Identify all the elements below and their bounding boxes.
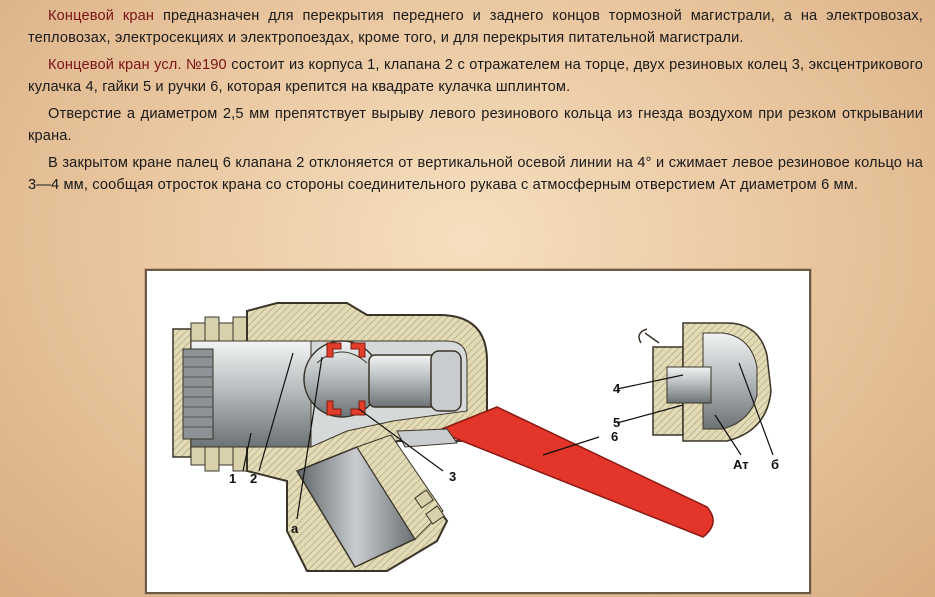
valve-illustration (172, 302, 774, 572)
valve-diagram: 1 2 3 а 4 5 6 Ат б (145, 269, 811, 594)
paragraph-purpose: Концевой кран предназначен для перекрыти… (28, 6, 923, 49)
label-part-1: 1 (229, 471, 237, 486)
label-part-3: 3 (449, 469, 457, 484)
valve-cam (368, 350, 462, 412)
valve-detail (638, 322, 772, 442)
paragraph-closed-state: В закрытом кране палец 6 клапана 2 откло… (28, 153, 923, 196)
paragraph-text: состоит из корпуса 1, клапана 2 с отража… (28, 57, 923, 95)
paragraph-text: предназначен для перекрытия переднего и … (28, 8, 924, 46)
label-part-6b: б (771, 457, 780, 472)
paragraph-text: Отверстие а диаметром 2,5 мм препятствуе… (28, 106, 923, 144)
term-highlight: Концевой кран (48, 8, 155, 24)
paragraph-text: В закрытом кране палец 6 клапана 2 откло… (28, 155, 923, 193)
label-part-6: 6 (611, 429, 619, 444)
label-part-a: а (291, 521, 299, 536)
leader-lines (242, 352, 774, 520)
label-part-5: 5 (613, 415, 621, 430)
valve-handle (396, 406, 714, 538)
term-highlight: Концевой кран усл. №190 (48, 57, 227, 73)
description-text: Концевой кран предназначен для перекрыти… (28, 6, 923, 202)
paragraph-composition: Концевой кран усл. №190 состоит из корпу… (28, 55, 923, 98)
paragraph-hole: Отверстие а диаметром 2,5 мм препятствуе… (28, 104, 923, 147)
label-part-4: 4 (613, 381, 621, 396)
label-part-2: 2 (250, 471, 258, 486)
label-part-at: Ат (733, 457, 749, 472)
